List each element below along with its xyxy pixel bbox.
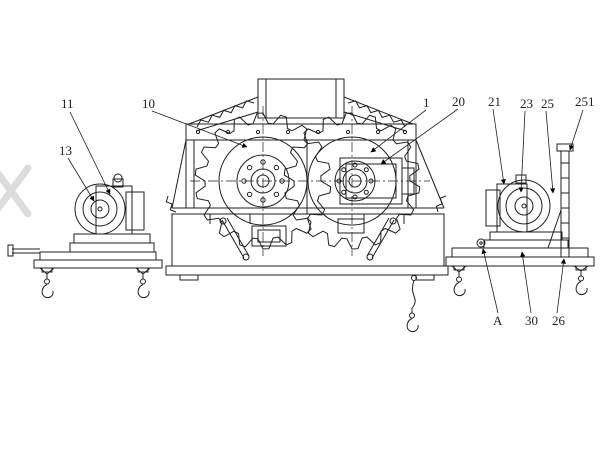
leader-A <box>481 248 499 314</box>
leader-11 <box>69 111 111 195</box>
guide-column <box>547 143 574 257</box>
right-hook-1 <box>453 271 466 297</box>
left-slide-base <box>73 233 151 244</box>
watermark-cross <box>0 164 32 218</box>
label-A: A <box>493 313 503 328</box>
label-26: 26 <box>552 313 566 328</box>
reference-labels: 11 10 13 1 20 21 23 25 251 A 30 26 <box>59 94 595 328</box>
left-hook-2 <box>137 273 150 299</box>
right-hook-2 <box>575 270 588 296</box>
leader-21 <box>492 108 506 185</box>
left-bearing-block <box>125 191 145 231</box>
machine-base <box>165 265 449 276</box>
platform-bolt-A <box>476 238 486 248</box>
leader-lines <box>67 108 584 314</box>
lower-housing <box>171 213 445 267</box>
feed-hopper <box>257 78 345 119</box>
label-11: 11 <box>61 96 74 111</box>
leader-251 <box>568 109 584 151</box>
label-13: 13 <box>59 143 72 158</box>
label-251: 251 <box>575 94 595 109</box>
leader-13 <box>67 157 95 202</box>
right-motor-assembly <box>445 143 595 297</box>
leader-10 <box>151 110 248 148</box>
toothed-rollers <box>190 106 430 256</box>
leader-1 <box>370 109 427 153</box>
tie-rod-left <box>219 217 250 261</box>
left-lifting-eye <box>113 173 123 183</box>
label-10: 10 <box>142 96 155 111</box>
label-1: 1 <box>423 95 430 110</box>
label-21: 21 <box>488 94 501 109</box>
left-motor-assembly <box>7 173 163 299</box>
centerlines <box>190 106 430 256</box>
leader-30 <box>520 251 532 314</box>
right-bearing-block <box>485 189 501 227</box>
top-frame-beam <box>185 123 417 141</box>
center-hook <box>406 307 419 333</box>
left-hook-1 <box>41 273 54 299</box>
left-tow-bar <box>7 244 14 257</box>
tie-rod-right <box>366 217 397 261</box>
label-30: 30 <box>525 313 538 328</box>
leader-25 <box>545 110 556 194</box>
leader-20 <box>380 108 459 165</box>
left-platform <box>33 259 163 269</box>
right-platform <box>445 256 595 267</box>
center-lifting-chain <box>406 275 419 333</box>
leader-26 <box>556 258 566 314</box>
label-23: 23 <box>520 96 533 111</box>
label-20: 20 <box>452 94 465 109</box>
roof-serration-left <box>196 100 255 128</box>
right-hub-bolt-circle <box>336 162 374 200</box>
roof-serration-right <box>347 100 406 128</box>
leader-23 <box>518 110 526 193</box>
crusher-machine-body <box>165 78 449 281</box>
left-hub-bolt-circle <box>241 159 285 203</box>
label-25: 25 <box>541 96 554 111</box>
